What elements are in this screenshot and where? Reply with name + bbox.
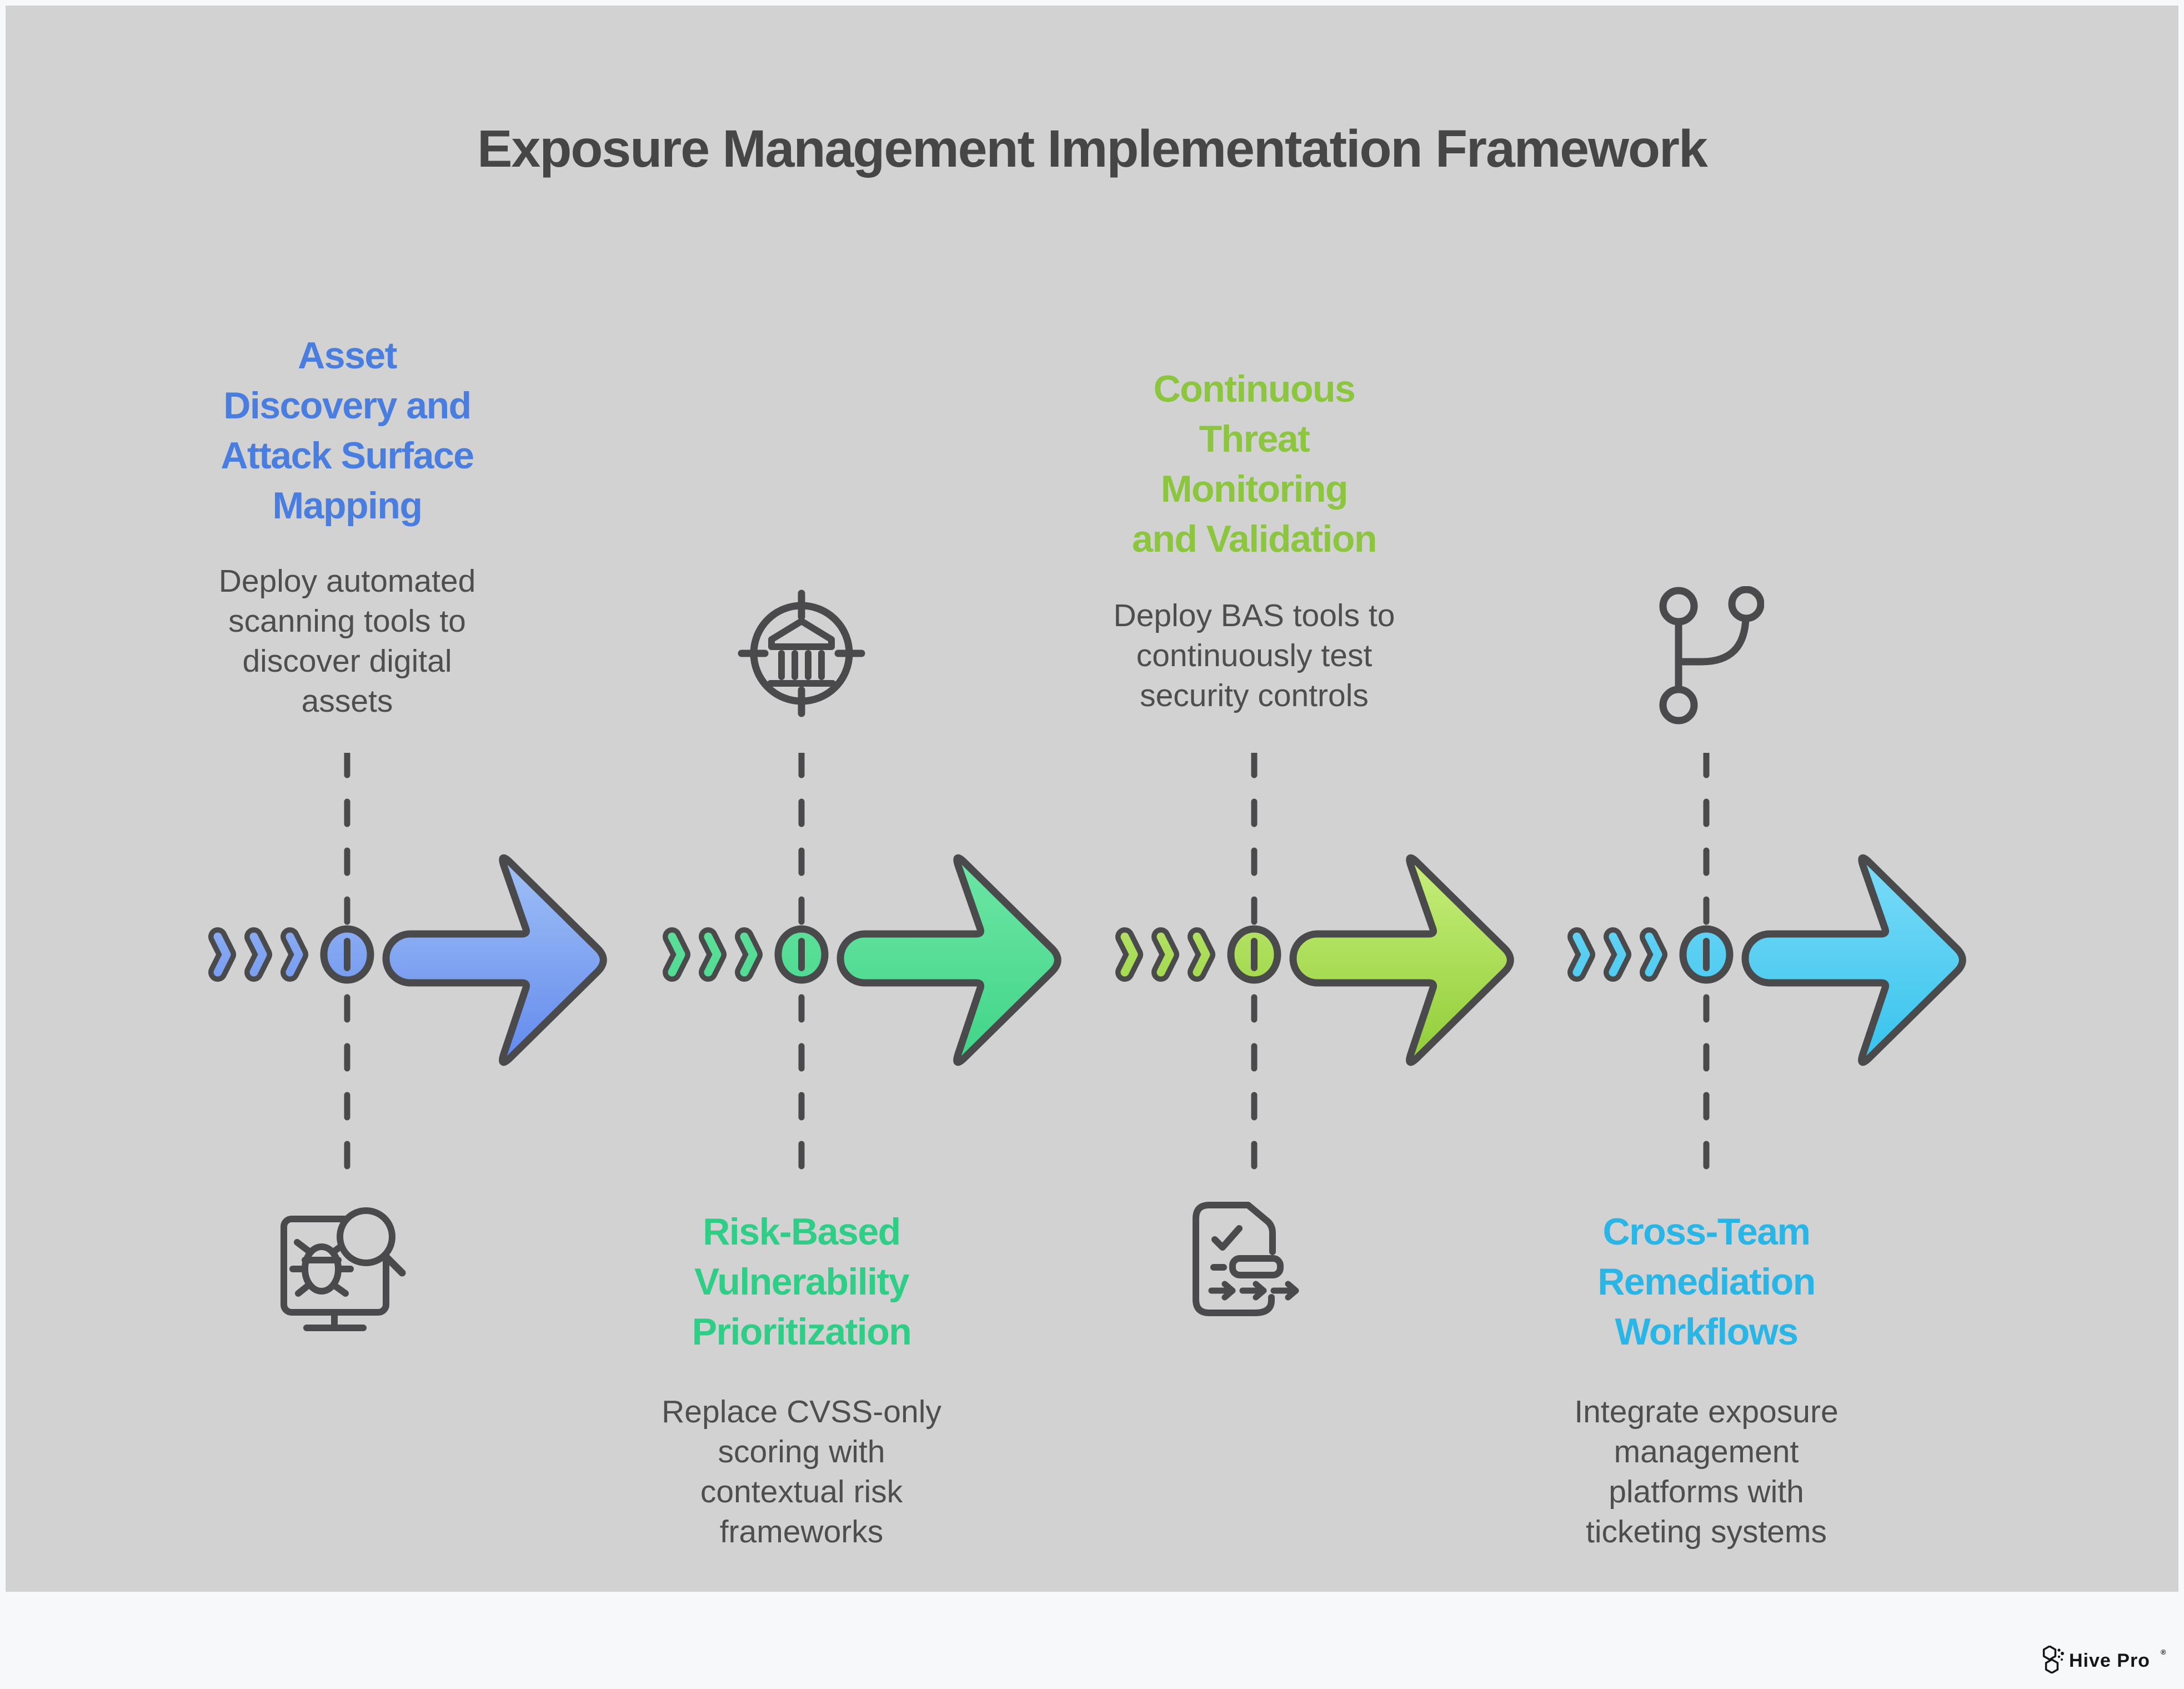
triple-chevron-icon [663,927,763,982]
git-branch-icon [1659,586,1764,724]
checkmark-icon [1211,1225,1243,1251]
bank-target-icon [738,589,865,717]
footer-strip: Hive Pro ® [0,1592,2184,1689]
doc-flow-icon [1193,1202,1299,1316]
flow-arrow-unit-4 [1567,854,1966,1066]
magnifier-icon [337,1207,395,1266]
flow-arrow-unit-3 [1115,854,1514,1066]
right-arrow-icon [1741,854,1966,1066]
registered-mark: ® [2161,1648,2166,1656]
flow-arrow-unit-1 [208,854,607,1066]
stage-heading-risk-prioritization: Risk-Based Vulnerability Prioritization [692,1211,912,1353]
diagram-canvas [6,6,2178,1592]
triple-chevron-icon [1115,927,1215,982]
logo-text: Hive Pro [2069,1650,2150,1671]
stage-description-cross-team: Integrate exposure management platforms … [1574,1394,1839,1550]
stage-heading-continuous-monitoring: Continuous Threat Monitoring and Validat… [1132,368,1377,560]
stage-description-risk-prioritization: Replace CVSS-only scoring with contextua… [662,1394,941,1550]
page-title: Exposure Management Implementation Frame… [477,119,1708,178]
triple-chevron-icon [1567,927,1667,982]
right-arrow-icon [382,854,607,1066]
flow-arrows [1208,1281,1299,1301]
stage-heading-asset-discovery: Asset Discovery and Attack Surface Mappi… [221,334,474,527]
hexagon-icon [2045,1658,2059,1673]
triple-chevron-icon [208,927,308,982]
right-arrow-icon [1289,854,1514,1066]
right-arrow-icon [836,854,1061,1066]
bug-scan-monitor-icon [280,1207,406,1331]
hexagon-icon [2042,1646,2057,1661]
flow-arrow-unit-2 [663,854,1061,1066]
stage-description-continuous-monitoring: Deploy BAS tools to continuously test se… [1113,598,1395,713]
stage-description-asset-discovery: Deploy automated scanning tools to disco… [218,563,476,719]
hivepro-logo: Hive Pro ® [2042,1646,2166,1673]
stage-heading-cross-team: Cross-Team Remediation Workflows [1597,1211,1816,1353]
